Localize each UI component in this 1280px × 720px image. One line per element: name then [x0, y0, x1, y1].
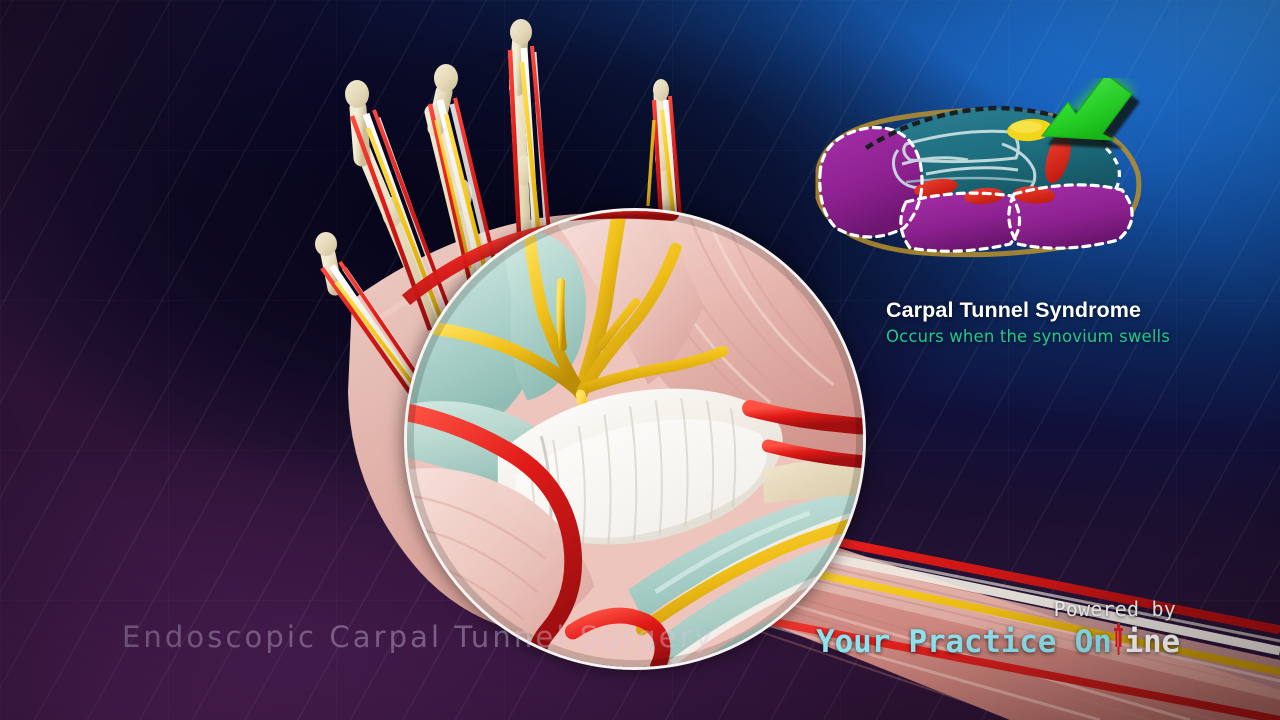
video-frame: Endoscopic Carpal Tunnel Surgery Carpal … [0, 0, 1280, 720]
frame-vignette [0, 0, 1280, 720]
